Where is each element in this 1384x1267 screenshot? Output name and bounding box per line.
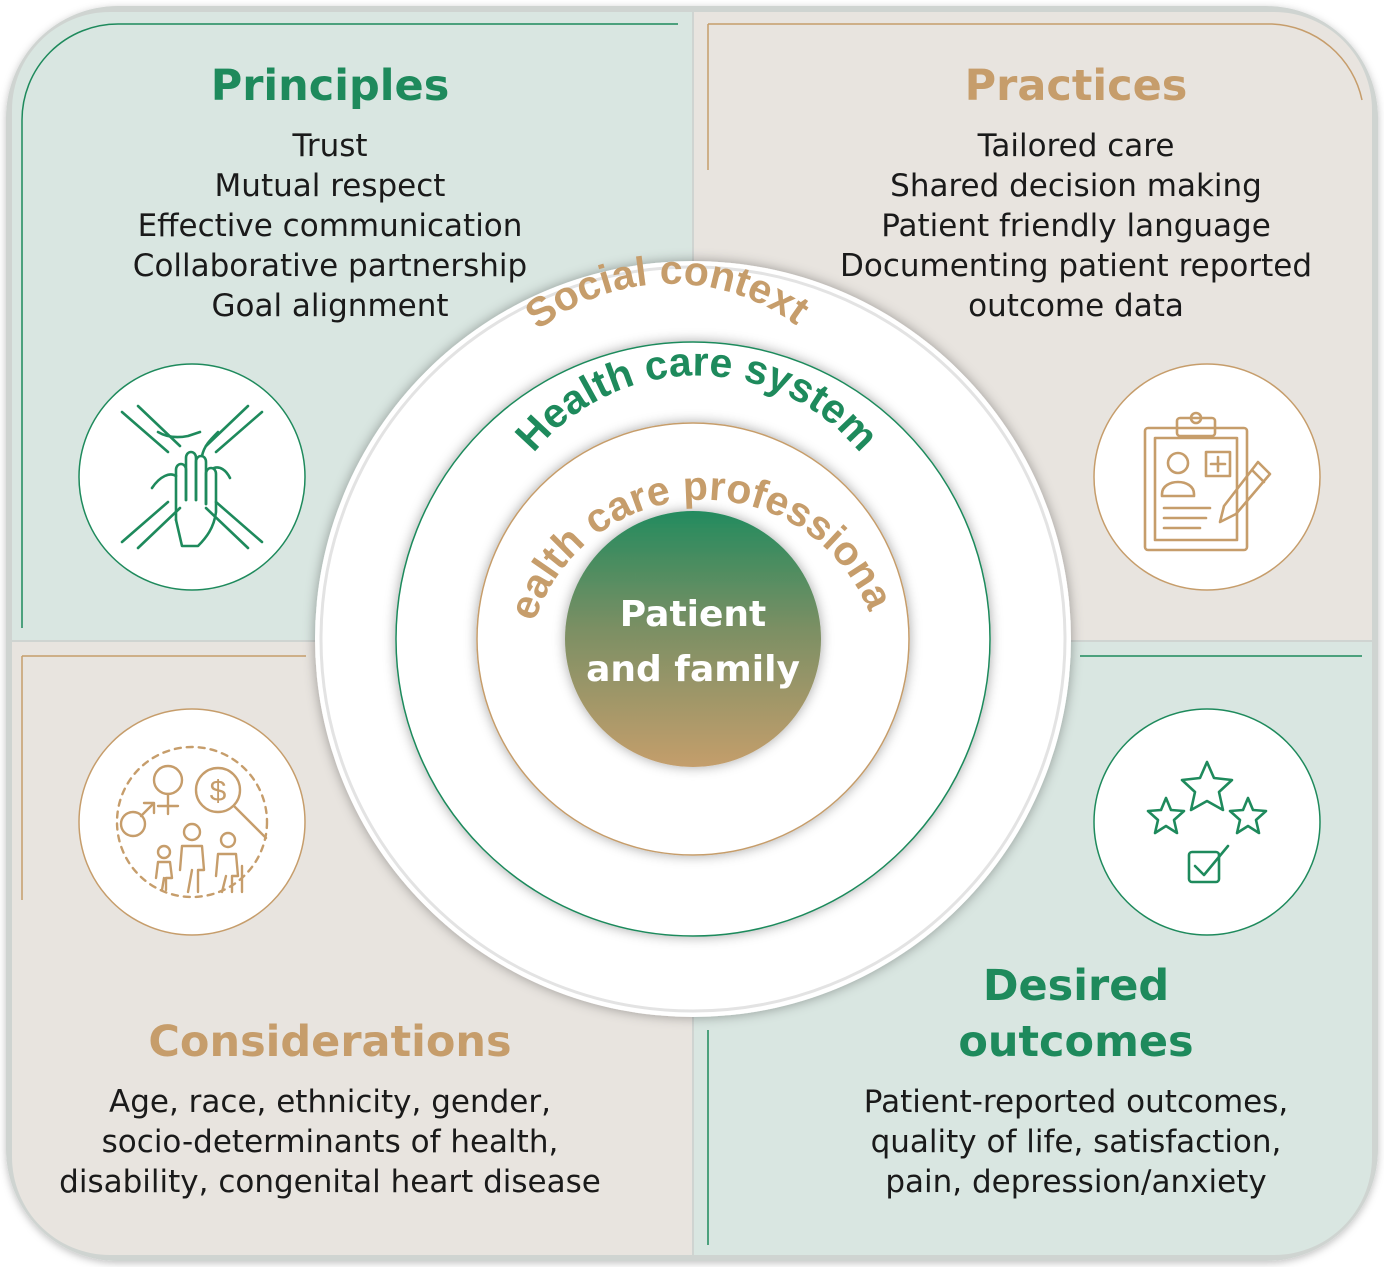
- list-item: Shared decision making: [890, 168, 1262, 204]
- principles-icon-circle: [78, 363, 306, 591]
- outcomes-title-line2: outcomes: [958, 1017, 1194, 1067]
- list-item: Mutual respect: [214, 168, 446, 204]
- list-item: disability, congenital heart disease: [59, 1164, 601, 1200]
- principles-title: Principles: [210, 61, 450, 111]
- practices-title: Practices: [964, 61, 1188, 111]
- outcomes-title: Desired outcomes: [826, 958, 1326, 1070]
- list-item: Documenting patient reported: [840, 248, 1312, 284]
- list-item: Goal alignment: [211, 288, 449, 324]
- principles-accent-line: [21, 23, 678, 628]
- list-item: quality of life, satisfaction,: [870, 1124, 1282, 1160]
- practices-list: Tailored care Shared decision making Pat…: [826, 126, 1326, 326]
- outcomes-icon-circle: [1093, 708, 1321, 936]
- center-label-line1: Patient: [619, 594, 767, 635]
- considerations-title: Considerations: [148, 1017, 512, 1067]
- list-item: Patient-reported outcomes,: [863, 1084, 1289, 1120]
- principles-list: Trust Mutual respect Effective communica…: [80, 126, 580, 326]
- list-item: Effective communication: [137, 208, 523, 244]
- stars-checkbox-icon: [1146, 760, 1268, 884]
- outcomes-title-line1: Desired: [982, 961, 1170, 1011]
- considerations-list: Age, race, ethnicity, gender, socio-dete…: [30, 1082, 630, 1202]
- list-item: Collaborative partnership: [132, 248, 528, 284]
- list-item: Tailored care: [977, 128, 1175, 164]
- list-item: Age, race, ethnicity, gender,: [109, 1084, 551, 1120]
- svg-text:$: $: [210, 775, 227, 808]
- clipboard-patient-record-icon: [1143, 411, 1272, 552]
- core-patient-family: [565, 511, 821, 767]
- list-item: outcome data: [968, 288, 1184, 324]
- considerations-icon-circle: [78, 708, 306, 936]
- list-item: Trust: [292, 128, 368, 164]
- list-item: socio-determinants of health,: [101, 1124, 559, 1160]
- list-item: Patient friendly language: [881, 208, 1271, 244]
- center-label-line2: and family: [586, 649, 800, 690]
- list-item: pain, depression/anxiety: [885, 1164, 1267, 1200]
- hands-together-icon: [120, 404, 264, 550]
- outcomes-list: Patient-reported outcomes, quality of li…: [826, 1082, 1326, 1202]
- practices-accent-line: [708, 23, 1363, 101]
- center-label: Patient and family: [565, 587, 821, 697]
- demographics-icon: $: [115, 745, 269, 899]
